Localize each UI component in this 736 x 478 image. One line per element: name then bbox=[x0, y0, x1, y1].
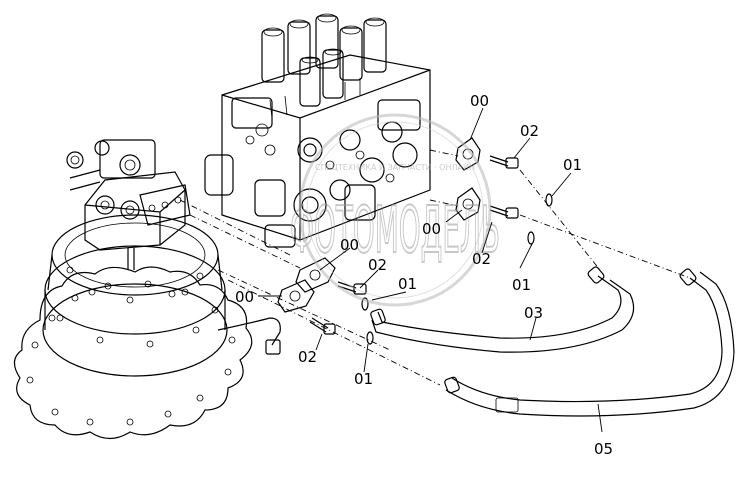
callout-01-valve-upper: 01 bbox=[563, 156, 582, 174]
callout-03-hose: 03 bbox=[524, 304, 543, 322]
callout-00-valve-upper: 00 bbox=[470, 92, 489, 110]
valve-flange-lower bbox=[455, 187, 481, 221]
bolt-lower bbox=[489, 205, 519, 219]
callout-01-motor-lower: 01 bbox=[354, 370, 373, 388]
callout-02-motor-upper: 02 bbox=[368, 256, 387, 274]
callout-00-motor-upper: 00 bbox=[340, 236, 359, 254]
leader-lines bbox=[258, 107, 603, 433]
hose-03 bbox=[370, 266, 635, 353]
callout-labels: 00 02 01 00 02 01 00 02 01 00 03 02 01 0… bbox=[235, 92, 613, 458]
watermark-subtext: СПЕЦТЕХНИКА И ЗАПЧАСТИ · ОНЛАЙН bbox=[315, 161, 475, 172]
callout-00-motor-lower: 00 bbox=[235, 288, 254, 306]
o-ring-upper bbox=[545, 193, 553, 207]
control-valve-block bbox=[204, 13, 431, 248]
callout-02-valve-lower: 02 bbox=[472, 250, 491, 268]
watermark-logo: ФОТОМОДЕЛЬ СПЕЦТЕХНИКА И ЗАПЧАСТИ · ОНЛА… bbox=[289, 113, 501, 307]
motor-bolt-lower bbox=[309, 317, 336, 335]
swing-motor-assembly bbox=[13, 139, 281, 440]
o-ring-lower bbox=[527, 231, 535, 245]
callout-01-motor-upper: 01 bbox=[398, 275, 417, 293]
callout-00-valve-lower: 00 bbox=[422, 220, 441, 238]
callout-02-valve-upper: 02 bbox=[520, 122, 539, 140]
callout-05-hose: 05 bbox=[594, 440, 613, 458]
callout-02-motor-lower: 02 bbox=[298, 348, 317, 366]
hose-05 bbox=[444, 268, 735, 417]
center-lines bbox=[179, 149, 691, 386]
motor-flange-upper bbox=[295, 257, 336, 293]
motor-o-ring-upper bbox=[361, 297, 369, 311]
motor-flange-lower bbox=[277, 279, 315, 313]
watermark-text: ФОТОМОДЕЛЬ bbox=[290, 194, 500, 268]
callout-01-valve-lower: 01 bbox=[512, 276, 531, 294]
bolt-upper bbox=[489, 155, 519, 169]
motor-o-ring-lower bbox=[366, 331, 374, 345]
